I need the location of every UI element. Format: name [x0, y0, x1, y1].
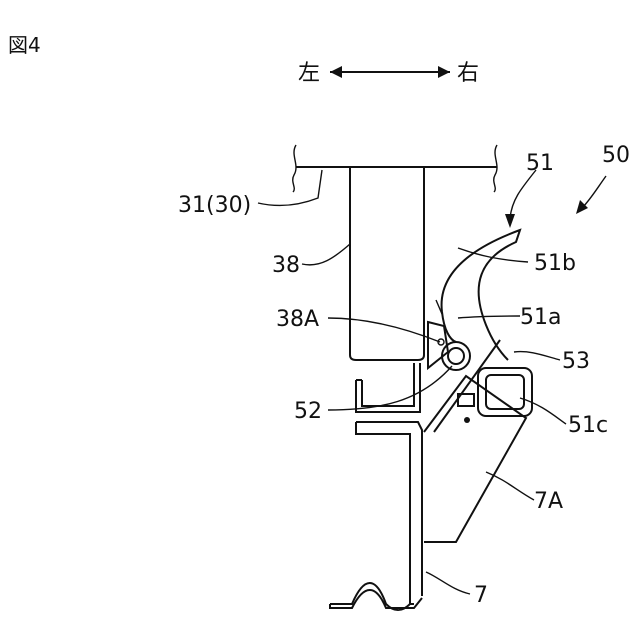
leader-7	[426, 572, 470, 594]
frame-7-right	[356, 422, 422, 596]
pivot-outer-circle	[442, 342, 470, 370]
label-31: 31(30)	[178, 193, 251, 218]
arrowhead-left-icon	[330, 66, 342, 78]
break-mark-left	[293, 145, 296, 192]
label-7: 7	[474, 583, 488, 608]
leader-53	[514, 352, 560, 360]
leader-50	[582, 176, 606, 208]
leader-51a	[458, 316, 520, 318]
label-51a: 51a	[520, 305, 561, 330]
arrowhead-right-icon	[438, 66, 450, 78]
label-52: 52	[294, 399, 322, 424]
label-38: 38	[272, 253, 300, 278]
frame-7-left	[356, 422, 414, 604]
figure-label: 図4	[8, 33, 41, 57]
pivot-inner-circle	[448, 348, 464, 364]
break-mark-right	[494, 145, 497, 192]
pivot-52	[442, 342, 470, 370]
column-38	[350, 167, 424, 360]
column-38-body	[350, 167, 424, 360]
leader-31	[258, 170, 322, 205]
top-panel-31	[293, 145, 497, 192]
bracket-7A	[424, 340, 526, 542]
direction-indicator: 左 右	[298, 61, 479, 86]
bracket-7A-rivet	[464, 417, 470, 423]
direction-left-label: 左	[298, 61, 320, 86]
leader-lines	[258, 170, 606, 594]
label-50: 50	[602, 143, 630, 168]
label-51b: 51b	[534, 251, 576, 276]
reference-labels: 50 51 31(30) 38 51b 38A 51a 53 52 51c 7A…	[178, 143, 630, 608]
leader-51c	[520, 398, 566, 424]
bracket-inner	[362, 363, 414, 406]
label-38A: 38A	[276, 307, 319, 332]
leader-51	[510, 170, 536, 218]
label-7A: 7A	[534, 489, 563, 514]
leader-52	[328, 366, 452, 410]
arrowhead-50-icon	[576, 200, 588, 214]
leader-51b	[458, 248, 528, 262]
hook-51	[436, 230, 520, 360]
leader-38	[302, 244, 350, 265]
label-53: 53	[562, 349, 590, 374]
arrowhead-51-icon	[505, 214, 515, 228]
label-51: 51	[526, 151, 554, 176]
hook-51-inner-curve	[442, 312, 456, 342]
frame-7-bottom-wave	[330, 583, 410, 610]
label-51c: 51c	[568, 413, 608, 438]
frame-7	[330, 422, 422, 610]
direction-right-label: 右	[457, 61, 479, 86]
square-51c	[478, 368, 532, 416]
